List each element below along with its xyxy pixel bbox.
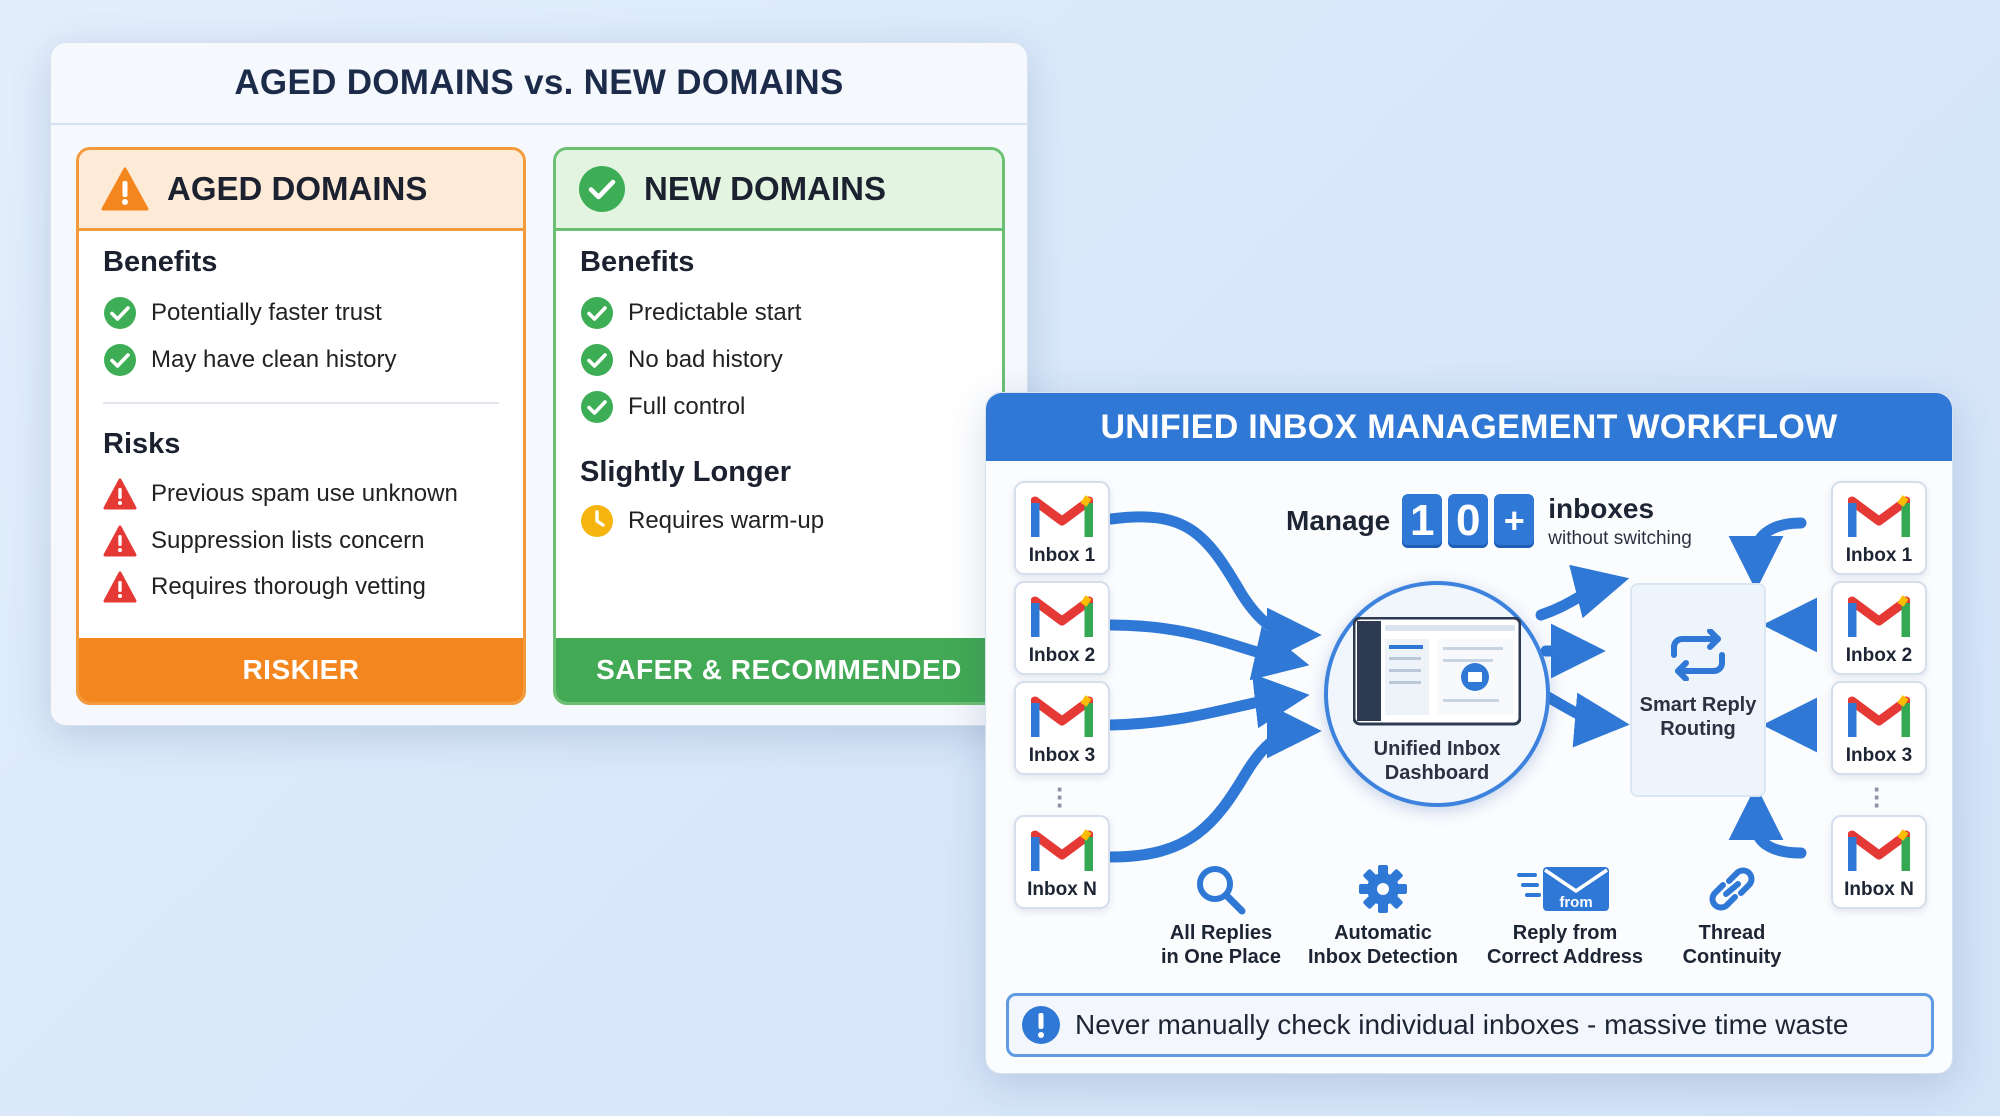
riskier-footer: RISKIER — [79, 638, 523, 702]
hub-label-line1: Unified Inbox — [1373, 738, 1501, 760]
gmail-icon — [1031, 595, 1093, 637]
gmail-icon — [1848, 829, 1910, 871]
dashboard-screen-icon — [1353, 617, 1521, 726]
counter-digit: + — [1494, 494, 1535, 548]
aged-risk-item: Suppression lists concern — [103, 525, 424, 557]
time-waste-banner: Never manually check individual inboxes … — [1006, 993, 1934, 1057]
workflow-card: UNIFIED INBOX MANAGEMENT WORKFLOW Inbox … — [985, 392, 1953, 1074]
smart-reply-routing-box: Smart Reply Routing — [1630, 583, 1766, 797]
aged-domains-header: AGED DOMAINS — [79, 150, 523, 231]
left-inbox-tile[interactable]: Inbox 3 — [1014, 681, 1110, 775]
feature-reply-correct-address: from Reply from Correct Address — [1470, 863, 1660, 969]
unified-inbox-dashboard-hub: Unified Inbox Dashboard — [1324, 581, 1550, 807]
aged-benefit-item: May have clean history — [103, 343, 396, 377]
gmail-icon — [1031, 829, 1093, 871]
manage-counter: Manage 1 0 + inboxes without switching — [1286, 492, 1692, 549]
aged-risk-item: Requires thorough vetting — [103, 571, 426, 603]
safer-recommended-footer: SAFER & RECOMMENDED — [556, 638, 1002, 702]
right-inbox-tile[interactable]: Inbox 1 — [1831, 481, 1927, 575]
feature-inbox-detection: Automatic Inbox Detection — [1298, 863, 1468, 969]
comparison-title: AGED DOMAINS vs. NEW DOMAINS — [51, 43, 1027, 125]
info-exclamation-icon — [1022, 1006, 1060, 1044]
counter-digit: 1 — [1402, 494, 1443, 548]
hub-label-line2: Dashboard — [1384, 762, 1490, 784]
new-benefit-item: Predictable start — [580, 296, 801, 330]
manage-subtitle: without switching — [1548, 527, 1692, 549]
new-benefits-title: Benefits — [580, 246, 695, 278]
aged-benefits-title: Benefits — [103, 246, 218, 278]
domain-comparison-card: AGED DOMAINS vs. NEW DOMAINS AGED DOMAIN… — [50, 42, 1028, 726]
gmail-icon — [1848, 495, 1910, 537]
routing-label-line2: Routing — [1660, 718, 1736, 740]
counter-digit: 0 — [1448, 494, 1489, 548]
check-circle-icon — [104, 344, 136, 376]
aged-risks-title: Risks — [103, 428, 181, 460]
routing-label-line1: Smart Reply — [1639, 694, 1757, 716]
left-inbox-tile[interactable]: Inbox N — [1014, 815, 1110, 909]
gmail-icon — [1031, 495, 1093, 537]
gmail-icon — [1848, 595, 1910, 637]
warning-icon — [103, 478, 137, 510]
left-inbox-tile[interactable]: Inbox 2 — [1014, 581, 1110, 675]
new-benefit-item: Full control — [580, 390, 745, 424]
aged-benefit-item: Potentially faster trust — [103, 296, 382, 330]
new-domains-heading: NEW DOMAINS — [644, 170, 886, 207]
aged-domains-heading: AGED DOMAINS — [167, 170, 428, 207]
right-inbox-tile[interactable]: Inbox N — [1831, 815, 1927, 909]
feature-all-replies: All Replies in One Place — [1136, 863, 1306, 969]
check-circle-icon — [581, 297, 613, 329]
link-icon — [1709, 867, 1755, 911]
banner-text: Never manually check individual inboxes … — [1075, 1009, 1849, 1040]
check-circle-icon — [104, 297, 136, 329]
envelope-from-icon: from — [1517, 867, 1609, 911]
warning-icon — [103, 571, 137, 603]
workflow-title: UNIFIED INBOX MANAGEMENT WORKFLOW — [986, 393, 1952, 461]
right-inbox-tile[interactable]: Inbox 2 — [1831, 581, 1927, 675]
check-circle-icon — [581, 391, 613, 423]
clock-icon — [581, 505, 613, 537]
divider — [103, 402, 499, 404]
from-badge: from — [1559, 894, 1592, 911]
right-inbox-tile[interactable]: Inbox 3 — [1831, 681, 1927, 775]
arrow-inbox1-to-hub — [1105, 511, 1322, 663]
gear-icon — [1359, 865, 1407, 913]
new-domains-header: NEW DOMAINS — [556, 150, 1002, 231]
search-icon — [1197, 866, 1246, 915]
repeat-arrows-icon — [1671, 629, 1725, 681]
more-inboxes-dots: ··· — [1873, 774, 1882, 820]
new-caveat-item: Requires warm-up — [580, 504, 824, 538]
feature-thread-continuity: Thread Continuity — [1662, 863, 1802, 969]
new-benefit-item: No bad history — [580, 343, 783, 377]
warning-icon — [103, 525, 137, 557]
warning-triangle-icon — [101, 167, 149, 211]
more-inboxes-dots: ··· — [1056, 774, 1065, 820]
check-circle-icon — [579, 166, 625, 212]
left-inbox-tile[interactable]: Inbox 1 — [1014, 481, 1110, 575]
new-domains-column: NEW DOMAINS Benefits Predictable start N… — [553, 147, 1005, 705]
check-circle-icon — [581, 344, 613, 376]
aged-domains-column: AGED DOMAINS Benefits Potentially faster… — [76, 147, 526, 705]
gmail-icon — [1031, 695, 1093, 737]
new-caveat-title: Slightly Longer — [580, 456, 792, 488]
manage-inboxes-label: inboxes — [1548, 492, 1655, 524]
aged-risk-item: Previous spam use unknown — [103, 478, 458, 510]
gmail-icon — [1848, 695, 1910, 737]
